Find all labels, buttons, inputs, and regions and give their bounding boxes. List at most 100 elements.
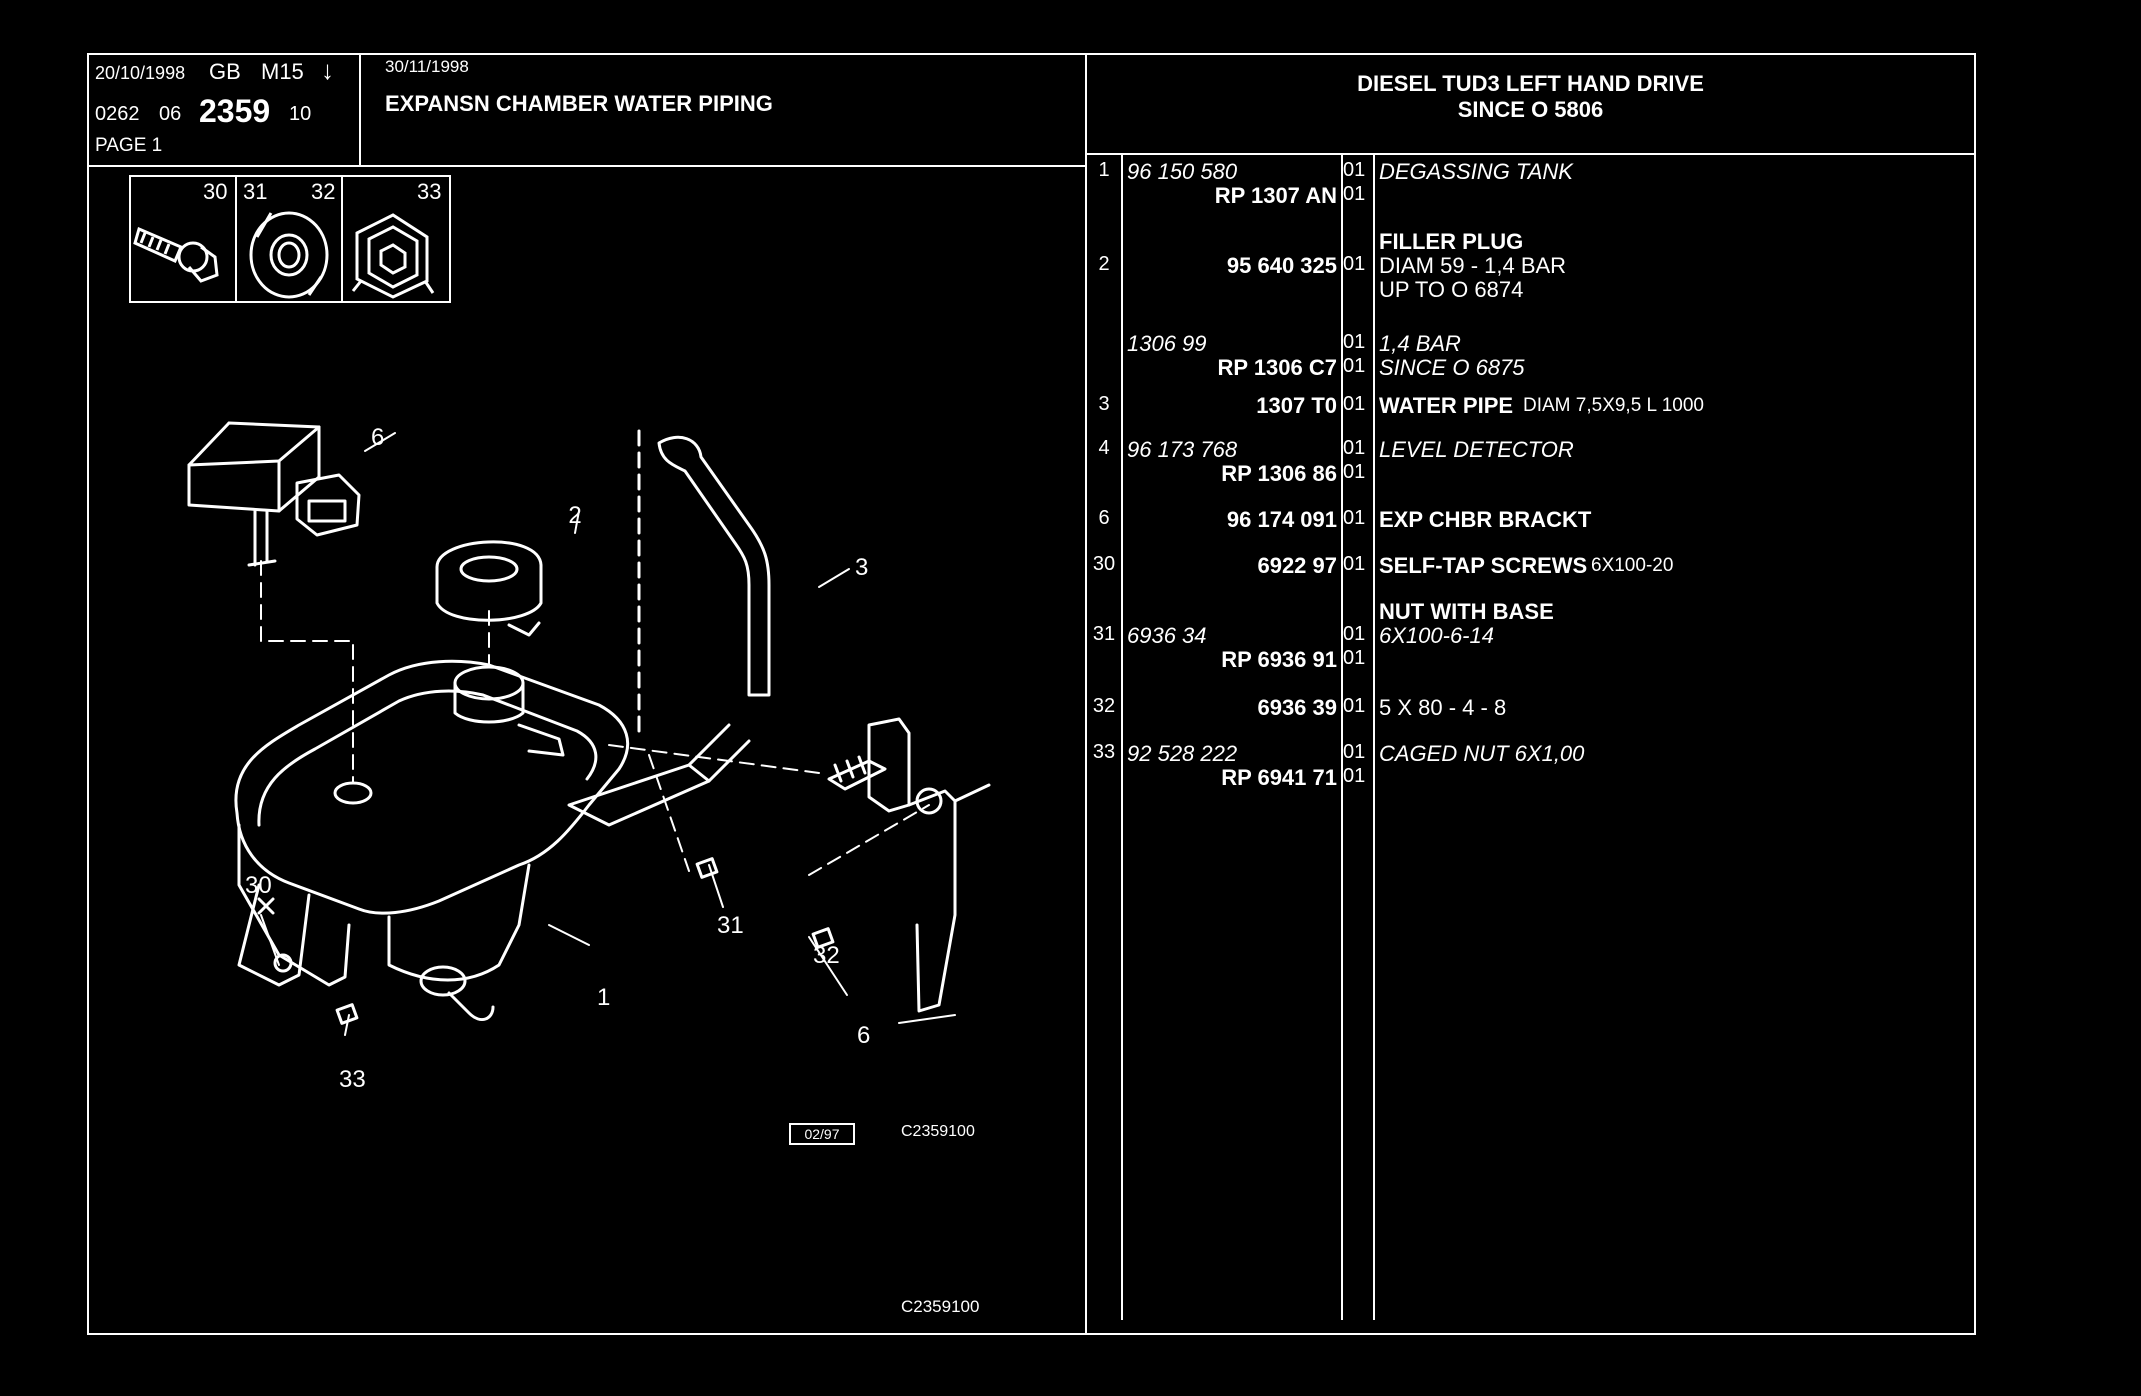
part-description: DEGASSING TANK <box>1379 159 1573 184</box>
part-qty: 01 <box>1343 183 1366 205</box>
part-description: UP TO O 6874 <box>1379 277 1524 302</box>
screw-icon <box>133 226 219 283</box>
part-ref: 6 <box>1098 507 1110 529</box>
header-code-a: 0262 <box>95 103 140 125</box>
part-description: 5 X 80 - 4 - 8 <box>1379 695 1507 720</box>
part-number: RP 1306 C7 <box>1217 355 1337 380</box>
col-rule-qty <box>1373 155 1375 1320</box>
page-title: EXPANSN CHAMBER WATER PIPING <box>385 91 773 116</box>
part-number: 92 528 222 <box>1127 741 1238 766</box>
part-description: EXP CHBR BRACKT <box>1379 507 1592 532</box>
callout-6: 6 <box>857 1022 870 1049</box>
part-number: 6922 97 <box>1257 553 1337 578</box>
date-stamp-text: 02/97 <box>804 1126 840 1142</box>
part-ref: 30 <box>1092 553 1116 575</box>
part-qty: 01 <box>1343 647 1366 669</box>
engine-line-2: SINCE O 5806 <box>1457 97 1604 122</box>
hw-label-32: 32 <box>311 179 336 204</box>
part-description: 1,4 BAR <box>1379 331 1461 356</box>
parts-sheet: 20/10/1998 GB M15 ↓ 0262 06 2359 10 PAGE… <box>87 53 1976 1335</box>
hardware-icons-art <box>133 211 435 299</box>
part-number: RP 6936 91 <box>1221 647 1337 672</box>
part-qty: 01 <box>1343 741 1366 763</box>
col-rule-pn <box>1341 155 1343 1320</box>
part-description: FILLER PLUG <box>1379 229 1524 254</box>
part-description: 6X100-6-14 <box>1379 623 1494 648</box>
part-number: RP 6941 71 <box>1221 765 1337 790</box>
part-qty: 01 <box>1343 553 1366 575</box>
date-stamp: 02/97 <box>789 1123 855 1145</box>
header-code-b: 06 <box>159 103 182 125</box>
part-number: 95 640 325 <box>1226 253 1337 278</box>
callout-32: 32 <box>813 942 840 969</box>
part-description-detail: DIAM 7,5X9,5 L 1000 <box>1523 395 1704 416</box>
caged-nut-icon <box>351 213 435 299</box>
callout-2: 2 <box>568 502 581 529</box>
exp-chamber-bracket-part <box>827 717 991 1013</box>
header-model: M15 <box>261 59 304 84</box>
part-description: WATER PIPE <box>1379 393 1514 418</box>
washer-icon <box>249 211 329 299</box>
part-description: SELF-TAP SCREWS <box>1379 553 1588 578</box>
part-number: RP 1306 86 <box>1221 461 1337 486</box>
part-qty: 01 <box>1343 437 1366 459</box>
part-ref: 3 <box>1098 393 1110 415</box>
part-qty: 01 <box>1343 623 1366 645</box>
exploded-diagram: 6 2 3 1 30 33 31 32 6 <box>187 421 991 1093</box>
part-description-detail: 6X100-20 <box>1591 555 1674 576</box>
callout-4: 6 <box>371 424 384 451</box>
part-qty: 01 <box>1343 355 1366 377</box>
header-code-main: 2359 <box>199 93 271 129</box>
part-qty: 01 <box>1343 331 1366 353</box>
parts-table: 1 96 150 580 01 DEGASSING TANK RP 1307 AN 01 2… <box>1085 155 1976 1325</box>
header-code-c: 10 <box>289 103 312 125</box>
header-page: PAGE 1 <box>95 135 163 156</box>
callout-3: 3 <box>855 554 868 581</box>
part-ref: 31 <box>1092 623 1116 645</box>
part-ref: 1 <box>1098 159 1110 181</box>
callout-33: 33 <box>339 1066 366 1093</box>
part-qty: 01 <box>1343 253 1366 275</box>
callout-31: 31 <box>717 912 744 939</box>
left-header-divider <box>89 165 1085 167</box>
part-description: SINCE O 6875 <box>1379 355 1525 380</box>
part-qty: 01 <box>1343 695 1366 717</box>
hw-label-31: 31 <box>243 179 268 204</box>
engine-line-1: DIESEL TUD3 LEFT HAND DRIVE <box>1357 71 1704 96</box>
part-ref: 2 <box>1098 253 1110 275</box>
part-qty: 01 <box>1343 461 1366 483</box>
callout-1: 1 <box>597 984 610 1011</box>
water-pipe-part <box>637 429 771 733</box>
center-divider <box>1085 55 1087 1335</box>
header-date-1: 20/10/1998 <box>95 63 186 83</box>
diagram-callouts: 6 2 3 1 30 33 31 32 6 <box>245 424 870 1093</box>
down-arrow-icon: ↓ <box>321 55 334 85</box>
callout-30: 30 <box>245 872 272 899</box>
part-number: 96 174 091 <box>1226 507 1337 532</box>
right-header-divider <box>1085 153 1976 155</box>
header-code-divider <box>359 55 361 165</box>
tank-bracket-part <box>237 723 751 987</box>
part-number: 6936 34 <box>1127 623 1207 648</box>
part-ref: 33 <box>1092 741 1116 763</box>
part-ref: 32 <box>1092 695 1116 717</box>
level-detector-part <box>187 421 361 567</box>
part-number: RP 1307 AN <box>1214 183 1337 208</box>
part-description: NUT WITH BASE <box>1379 599 1554 624</box>
header-date-2: 30/11/1998 <box>385 57 469 76</box>
diagram-ref-small: C2359100 <box>901 1123 975 1140</box>
part-description: DIAM 59 - 1,4 BAR <box>1379 253 1567 278</box>
hardware-strip: 30 31 32 33 <box>129 175 451 303</box>
part-description: LEVEL DETECTOR <box>1379 437 1574 462</box>
header-lang: GB <box>209 59 241 84</box>
part-number: 96 150 580 <box>1127 159 1238 184</box>
part-description: CAGED NUT 6X1,00 <box>1379 741 1585 766</box>
part-qty: 01 <box>1343 159 1366 181</box>
part-qty: 01 <box>1343 393 1366 415</box>
diagram-ref-bottom: C2359100 <box>901 1297 980 1316</box>
part-number: 1307 T0 <box>1256 393 1337 418</box>
part-ref: 4 <box>1098 437 1110 459</box>
part-qty: 01 <box>1343 507 1366 529</box>
degassing-tank-part <box>234 659 630 1022</box>
part-number: 6936 39 <box>1257 695 1337 720</box>
